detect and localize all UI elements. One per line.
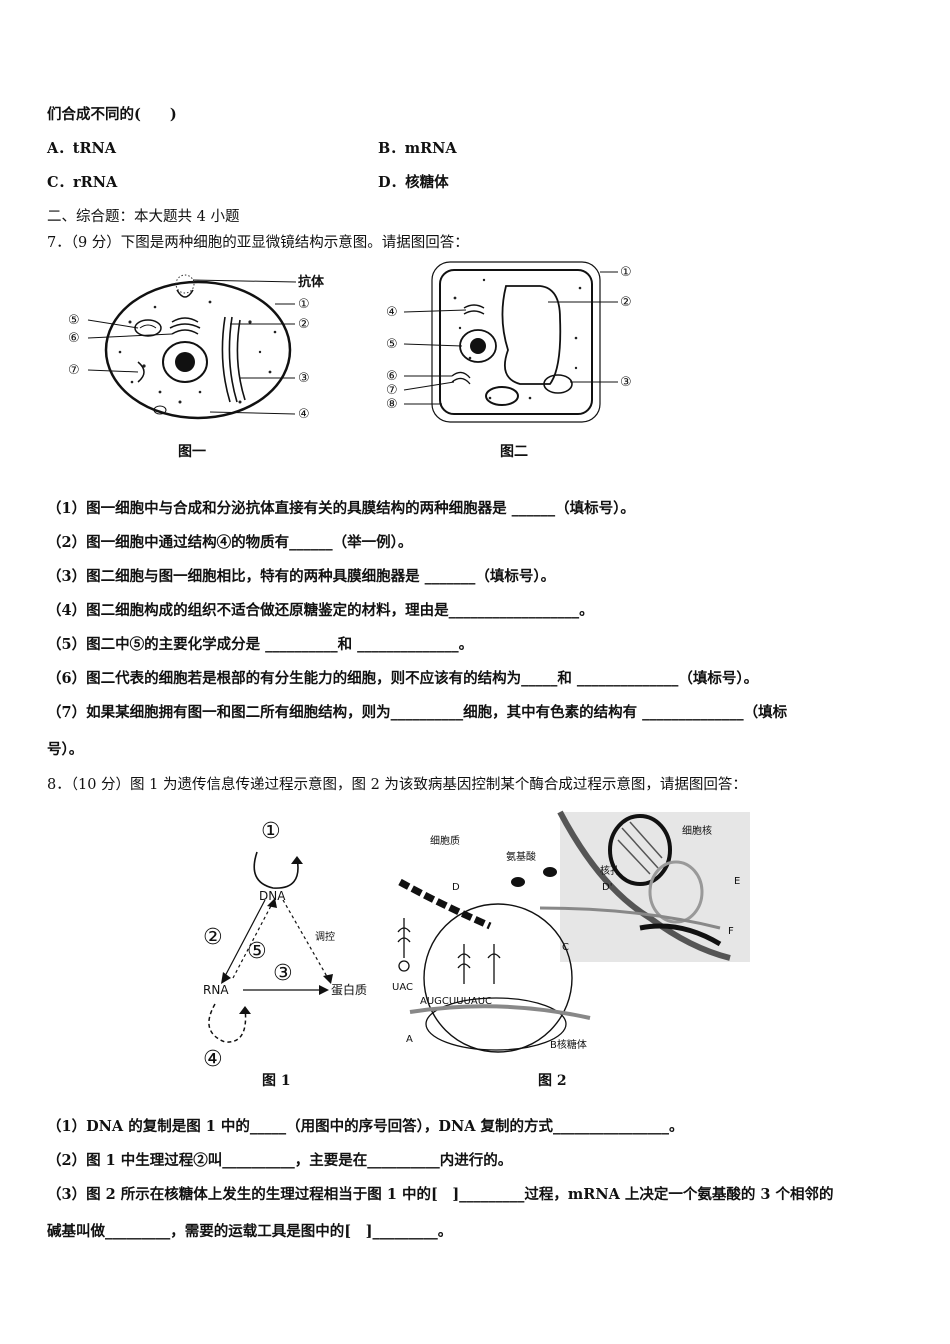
figure-two-caption: 图二	[500, 444, 528, 460]
option-c[interactable]: C．rRNA	[47, 174, 118, 191]
fig-1-rna-label: RNA	[203, 983, 229, 997]
fig-1-marker-2: ②	[203, 925, 223, 950]
figure-one-caption: 图一	[178, 444, 206, 460]
question-8-stem: 8．（10 分）图 1 为遗传信息传递过程示意图，图 2 为该致病基因控制某个酶…	[47, 777, 747, 793]
fig-2-label-c: C	[562, 942, 569, 953]
option-a[interactable]: A．tRNA	[47, 140, 117, 157]
fig2-marker-7: ⑦	[386, 383, 398, 398]
fig1-marker-6: ⑥	[68, 331, 80, 346]
option-d[interactable]: D．核糖体	[378, 174, 449, 191]
fig-2-cytoplasm-label: 细胞质	[430, 834, 460, 847]
fig-1-protein-label: 蛋白质	[331, 982, 367, 997]
figure-2-caption: 图 2	[538, 1073, 567, 1089]
section-heading: 二、综合题：本大题共 4 小题	[47, 209, 240, 225]
figure-1-central-dogma: ① DNA ② ⑤ ③ 调控 RNA 蛋白质 ④	[203, 819, 367, 1072]
q7-item-5: （5）图二中⑤的主要化学成分是 __________和 ____________…	[47, 636, 474, 653]
fig-2-ribosome-label: B核糖体	[550, 1038, 587, 1051]
figure-1-caption: 图 1	[262, 1073, 291, 1089]
q7-item-7: （7）如果某细胞拥有图一和图二所有细胞结构，则为__________细胞，其中有…	[47, 704, 788, 721]
fig2-marker-1: ①	[620, 265, 632, 280]
q7-item-1: （1）图一细胞中与合成和分泌抗体直接有关的具膜结构的两种细胞器是 ______（…	[47, 500, 635, 517]
q7-item-4: （4）图二细胞构成的组织不适合做还原糖鉴定的材料，理由是____________…	[47, 602, 594, 619]
fig-2-nucleus-label: 细胞核	[682, 824, 712, 837]
figure-two-plant-cell: ① ② ③ ④ ⑤ ⑥ ⑦ ⑧	[386, 261, 632, 423]
fig-2-label-a: A	[406, 1034, 413, 1045]
fig-1-marker-3: ③	[273, 961, 293, 986]
fig-1-dna-label: DNA	[259, 889, 286, 903]
fig1-marker-7: ⑦	[68, 363, 80, 378]
q8-item-3-cont: 碱基叫做_________，需要的运载工具是图中的[ ]_________。	[47, 1223, 453, 1240]
fig1-marker-5: ⑤	[68, 313, 80, 328]
q8-item-2: （2）图 1 中生理过程②叫__________，主要是在__________内…	[47, 1152, 513, 1169]
fig2-marker-6: ⑥	[386, 369, 398, 384]
figure-2-translation: 细胞质 氨基酸 细胞核 核孔 D D' E F C UAC AUGCUUUAUC…	[392, 810, 750, 1053]
fig1-marker-4: ④	[298, 407, 310, 422]
fig1-marker-1: ①	[298, 297, 310, 312]
fig-2-label-e: E	[734, 876, 740, 887]
q7-item-7-cont: 号）。	[47, 741, 84, 758]
q7-item-6: （6）图二代表的细胞若是根部的有分生能力的细胞，则不应该有的结构为_____和 …	[47, 670, 759, 687]
fig1-marker-2: ②	[298, 317, 310, 332]
option-b[interactable]: B．mRNA	[378, 140, 457, 157]
fig-2-sequence-label: AUGCUUUAUC	[420, 996, 492, 1007]
fig2-marker-5: ⑤	[386, 337, 398, 352]
fig-2-amino-acid-label: 氨基酸	[506, 850, 536, 863]
fig1-marker-3: ③	[298, 371, 310, 386]
question-7-stem: 7．（9 分）下图是两种细胞的亚显微镜结构示意图。请据图回答：	[47, 235, 469, 251]
q7-item-3: （3）图二细胞与图一细胞相比，特有的两种具膜细胞器是 _______（填标号）。	[47, 568, 556, 585]
figure-one-animal-cell: ① ② ③ ④ ⑤ ⑥ ⑦ 抗体	[68, 274, 325, 422]
fig2-marker-4: ④	[386, 305, 398, 320]
fig2-marker-2: ②	[620, 295, 632, 310]
fig-1-marker-5: ⑤	[247, 939, 267, 964]
fig-2-label-f: F	[728, 926, 734, 937]
fig-2-nuclear-pore-label: 核孔	[600, 864, 620, 877]
q8-item-1: （1）DNA 的复制是图 1 中的_____（用图中的序号回答），DNA 复制的…	[47, 1118, 684, 1135]
fig-1-marker-4: ④	[203, 1047, 223, 1072]
fig-2-label-d: D	[452, 882, 460, 893]
q8-item-3: （3）图 2 所示在核糖体上发生的生理过程相当于图 1 中的[ ]_______…	[47, 1186, 834, 1203]
fig2-marker-3: ③	[620, 375, 632, 390]
fig2-marker-8: ⑧	[386, 397, 398, 412]
question-6-tail: 们合成不同的( )	[47, 106, 177, 123]
fig-2-label-d-prime: D'	[602, 882, 612, 893]
q7-item-2: （2）图一细胞中通过结构④的物质有______（举一例）。	[47, 534, 413, 551]
fig-2-uac-label: UAC	[392, 982, 413, 993]
fig-1-marker-1: ①	[261, 819, 281, 844]
fig-1-regulate-label: 调控	[315, 930, 335, 943]
fig1-antibody-label: 抗体	[298, 274, 325, 290]
